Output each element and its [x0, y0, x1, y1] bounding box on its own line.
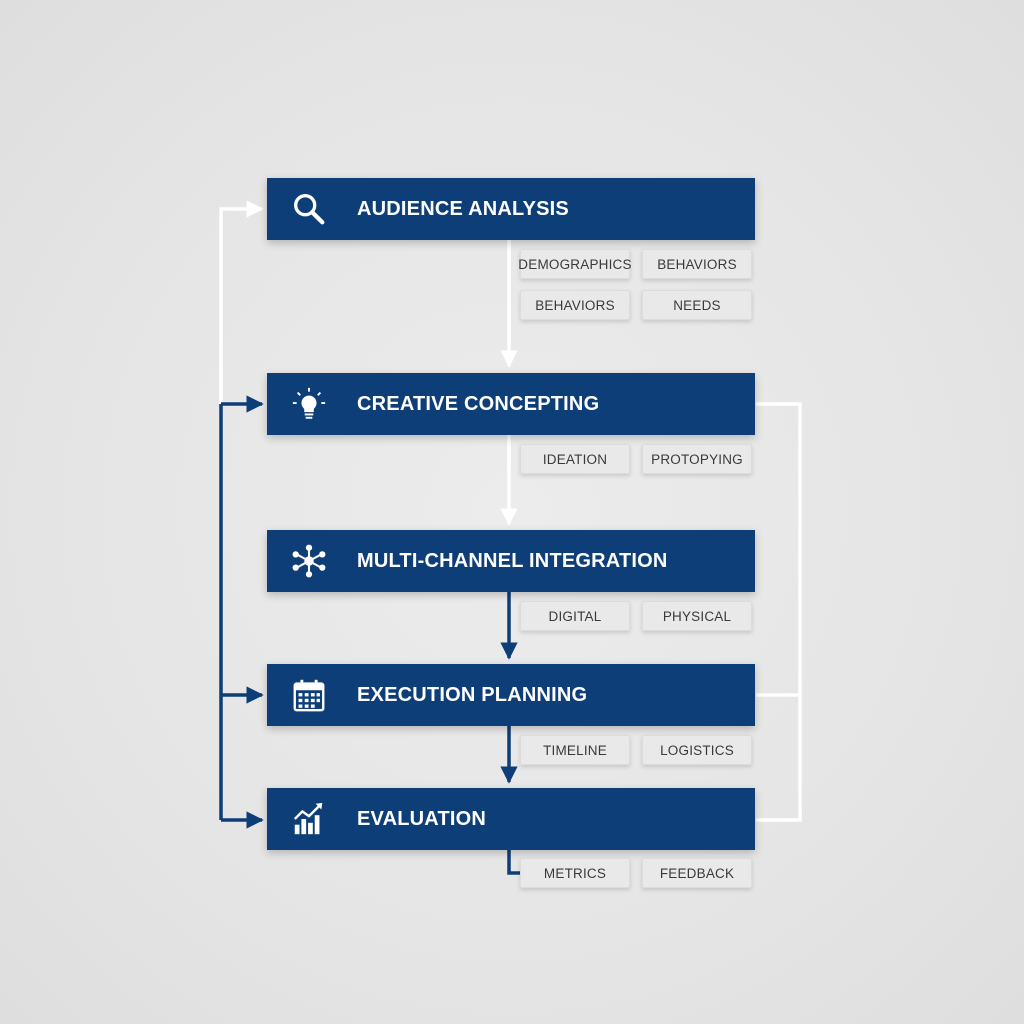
stage-title: EXECUTION PLANNING: [357, 683, 588, 706]
stage-multi-channel-integration[interactable]: MULTI-CHANNEL INTEGRATION: [267, 530, 755, 592]
tag-chip: PROTOPYING: [642, 444, 752, 474]
stage-creative-concepting[interactable]: CREATIVE CONCEPTING: [267, 373, 755, 435]
tag-chip: DIGITAL: [520, 601, 630, 631]
tag-chip: IDEATION: [520, 444, 630, 474]
calendar-icon: [289, 675, 329, 715]
loop-connector-to-audience: [219, 200, 264, 404]
stage-title: MULTI-CHANNEL INTEGRATION: [357, 549, 668, 572]
tag-chip: TIMELINE: [520, 735, 630, 765]
tag-chip: PHYSICAL: [642, 601, 752, 631]
tag-connector-evaluation: [507, 850, 520, 875]
right-loop-connector: [756, 402, 802, 822]
tag-chip: DEMOGRAPHICS: [518, 249, 632, 279]
tag-chip: NEEDS: [642, 290, 752, 320]
stage-title: AUDIENCE ANALYSIS: [357, 197, 569, 220]
magnifier-icon: [289, 189, 329, 229]
stage-title: CREATIVE CONCEPTING: [357, 392, 600, 415]
tag-chip: LOGISTICS: [642, 735, 752, 765]
stage-audience-analysis[interactable]: AUDIENCE ANALYSIS: [267, 178, 755, 240]
tag-chip: FEEDBACK: [642, 858, 752, 888]
network-icon: [289, 541, 329, 581]
tag-chip: METRICS: [520, 858, 630, 888]
stage-evaluation[interactable]: EVALUATION: [267, 788, 755, 850]
lightbulb-icon: [289, 384, 329, 424]
growth-chart-icon: [289, 799, 329, 839]
tag-chip: BEHAVIORS: [642, 249, 752, 279]
tag-chip: BEHAVIORS: [520, 290, 630, 320]
stage-title: EVALUATION: [357, 807, 487, 830]
stage-execution-planning[interactable]: EXECUTION PLANNING: [267, 664, 755, 726]
